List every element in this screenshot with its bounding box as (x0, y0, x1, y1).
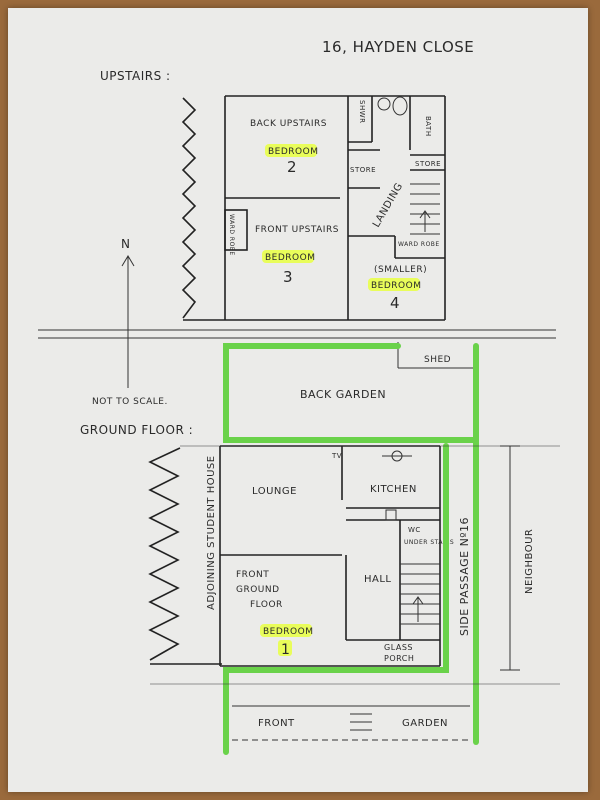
scale-note: NOT TO SCALE. (92, 397, 168, 407)
bedroom-4-number: 4 (390, 294, 400, 312)
wardrobe-label-2: WARD ROBE (398, 241, 440, 248)
porch-label: PORCH (384, 654, 414, 663)
smaller-caption: (SMALLER) (374, 265, 427, 275)
store-label-2: STORE (415, 160, 441, 168)
front-ground-caption-1: FRONT (236, 570, 269, 580)
upstairs-party-wall (181, 97, 197, 319)
front-upstairs-caption: FRONT UPSTAIRS (255, 225, 339, 235)
bedroom-1-label: BEDROOM (263, 627, 313, 637)
wc-label: WC (408, 526, 421, 534)
shed-label: SHED (424, 355, 451, 365)
upstairs-plan: BACK UPSTAIRS BEDROOM 2 FRONT UPSTAIRS B… (181, 95, 446, 321)
bedroom-4-label: BEDROOM (371, 281, 421, 291)
hall-label: HALL (364, 574, 392, 585)
address-title: 16, HAYDEN CLOSE (322, 38, 474, 56)
ground-floor-heading: GROUND FLOOR : (80, 423, 193, 437)
ground-stairs (400, 563, 440, 625)
neighbour-label: NEIGHBOUR (524, 529, 535, 594)
under-stairs-label: UNDER STAIRS (404, 539, 454, 546)
bedroom-3-label: BEDROOM (265, 253, 315, 263)
north-label: N (121, 237, 130, 251)
upstairs-heading: UPSTAIRS : (100, 69, 171, 83)
front-garden-label-right: GARDEN (402, 718, 448, 729)
store-label-1: STORE (350, 166, 376, 174)
neighbour-boundary: NEIGHBOUR (500, 445, 535, 671)
front-garden-label-left: FRONT (258, 718, 295, 729)
floor-plan-drawing: 16, HAYDEN CLOSE UPSTAIRS : GROUND FLOOR… (38, 38, 560, 755)
upstairs-stairs (410, 183, 440, 235)
lounge-label: LOUNGE (252, 486, 297, 497)
north-arrow: N (121, 237, 135, 388)
paper-sheet: 16, HAYDEN CLOSE UPSTAIRS : GROUND FLOOR… (8, 8, 588, 792)
front-ground-caption-3: FLOOR (250, 600, 283, 610)
tv-label: TV (331, 452, 342, 460)
bedroom-3-number: 3 (283, 268, 293, 286)
back-upstairs-caption: BACK UPSTAIRS (250, 119, 327, 129)
bedroom-1-number: 1 (281, 642, 290, 658)
front-ground-caption-2: GROUND (236, 585, 280, 595)
adjoining-house-label: ADJOINING STUDENT HOUSE (206, 455, 217, 610)
bedroom-2-label: BEDROOM (268, 147, 318, 157)
ground-party-wall (148, 447, 181, 661)
bath-label: BATH (424, 116, 432, 137)
back-garden-label: BACK GARDEN (300, 388, 386, 401)
wardrobe-label-1: WARD ROBE (228, 214, 235, 256)
side-passage-label: SIDE PASSAGE Nº16 (458, 517, 471, 636)
bedroom-2-number: 2 (287, 158, 297, 176)
front-garden-area: FRONT GARDEN (232, 705, 470, 741)
shower-label: SHWR (358, 100, 366, 124)
back-garden-area: SHED BACK GARDEN (223, 342, 479, 745)
kitchen-label: KITCHEN (370, 484, 417, 495)
glass-label: GLASS (384, 643, 413, 652)
